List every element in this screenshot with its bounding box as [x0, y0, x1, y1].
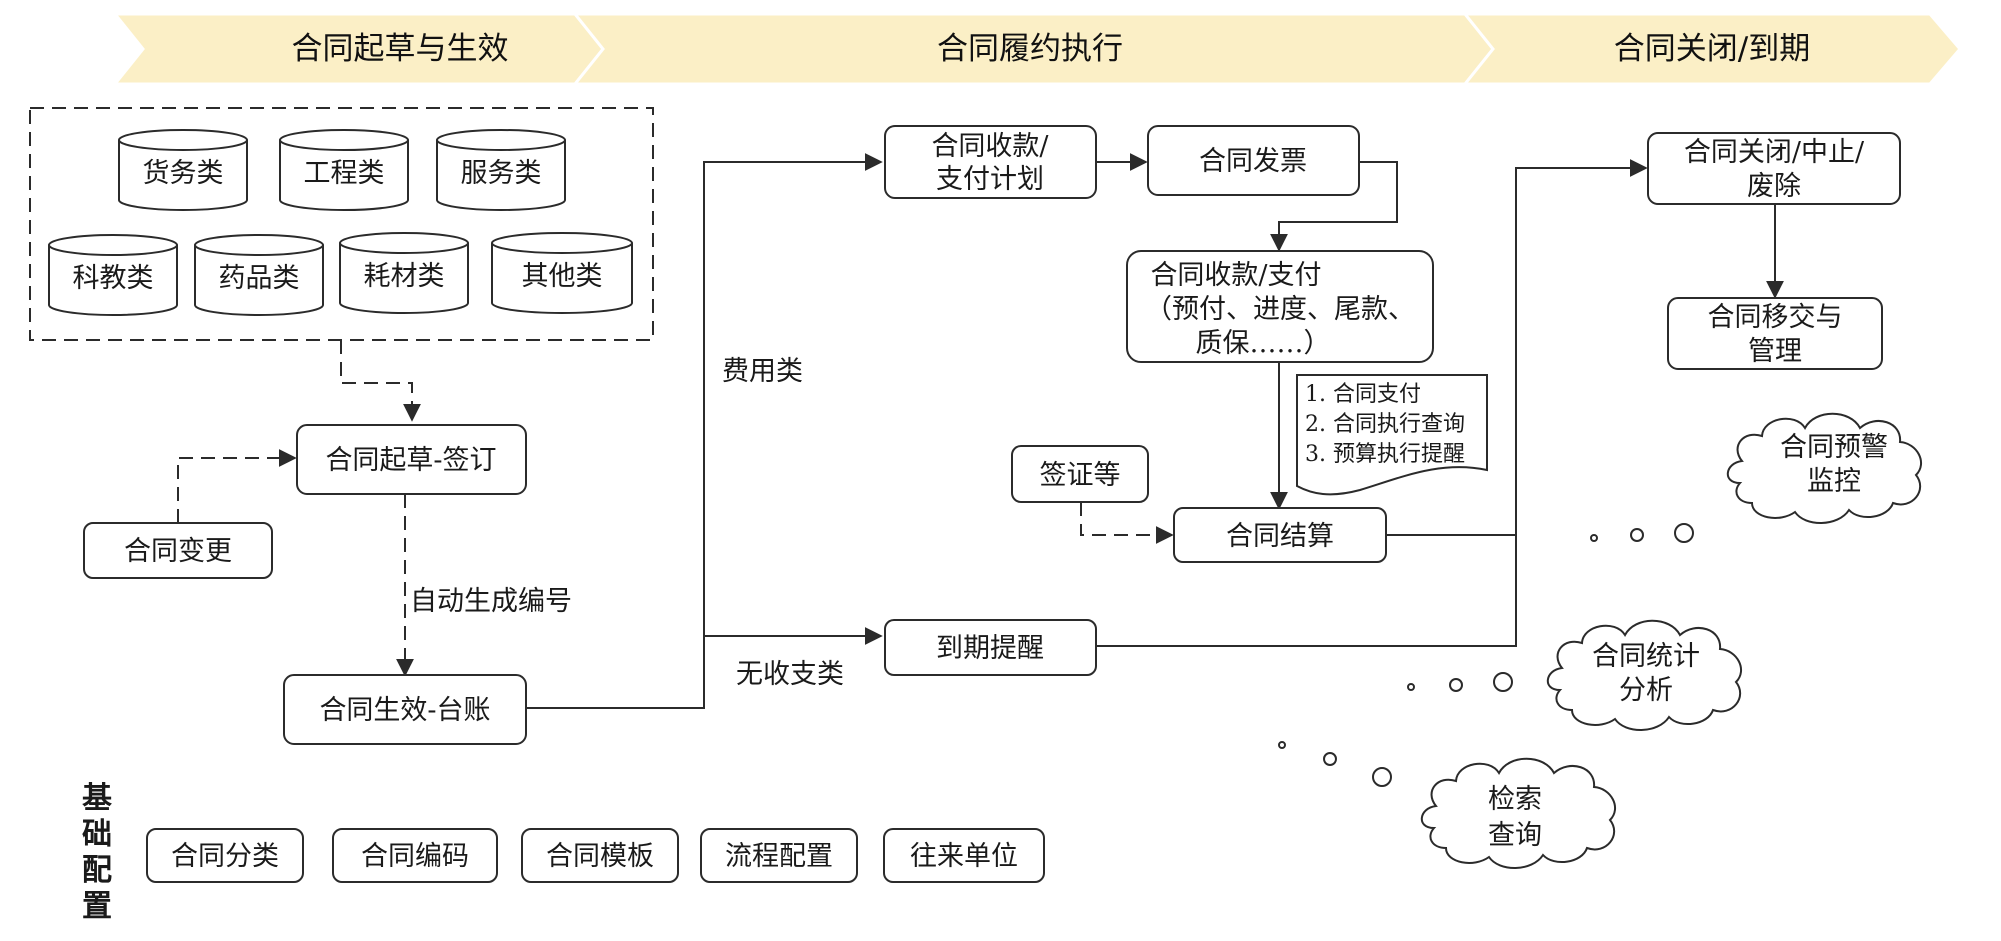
- category-label: 耗材类: [364, 261, 445, 292]
- category-label: 服务类: [461, 158, 542, 189]
- node-payment-line1: 合同收款/支付: [1150, 260, 1321, 291]
- note-shape: [1296, 374, 1488, 496]
- node-sign[interactable]: 合同起草-签订: [296, 424, 527, 495]
- node-payment-plan-line1: 合同收款/: [931, 131, 1049, 162]
- edge-effect-to-plan: [526, 153, 883, 709]
- phase-execute-label: 合同履约执行: [937, 31, 1123, 67]
- base-config-item-label: 流程配置: [725, 841, 833, 872]
- node-payment-plan-line2: 支付计划: [936, 164, 1044, 195]
- base-config-item[interactable]: 往来单位: [883, 828, 1045, 883]
- note-line-3: 3. 预算执行提醒: [1305, 442, 1465, 467]
- node-handover[interactable]: 合同移交与 管理: [1667, 297, 1883, 370]
- base-config-char-3: 配: [82, 853, 112, 888]
- base-config-item-label: 合同编码: [361, 841, 469, 872]
- edge-label-no-income: 无收支类: [736, 659, 844, 690]
- cloud-search-line1: 检索: [1488, 784, 1542, 815]
- cloud-warning-line1: 合同预警: [1780, 432, 1888, 463]
- node-payment-line2: （预付、进度、尾款、: [1145, 294, 1415, 325]
- cloud-warning-line2: 监控: [1807, 466, 1861, 497]
- edge-settle-to-close: [1386, 159, 1648, 536]
- thought-dots: [1278, 523, 1694, 787]
- note-line-1: 1. 合同支付: [1305, 382, 1421, 407]
- base-config-item[interactable]: 流程配置: [700, 828, 858, 883]
- cloud-statistics[interactable]: 合同统计 分析: [1546, 619, 1742, 731]
- edge-remind-to-close: [1096, 535, 1517, 647]
- node-visa[interactable]: 签证等: [1011, 445, 1149, 503]
- node-visa-label: 签证等: [1040, 460, 1121, 491]
- base-config-char-4: 置: [82, 889, 112, 924]
- node-invoice[interactable]: 合同发票: [1147, 125, 1360, 196]
- phase-close-label: 合同关闭/到期: [1614, 31, 1810, 67]
- cloud-search[interactable]: 检索 查询: [1420, 757, 1616, 869]
- node-close[interactable]: 合同关闭/中止/ 废除: [1647, 132, 1901, 205]
- node-remind[interactable]: 到期提醒: [884, 619, 1097, 676]
- node-payment[interactable]: 合同收款/支付 （预付、进度、尾款、 质保……）: [1126, 250, 1434, 363]
- node-payment-plan[interactable]: 合同收款/ 支付计划: [884, 125, 1097, 199]
- base-config-item[interactable]: 合同分类: [146, 828, 304, 883]
- base-config-char-1: 基: [82, 781, 112, 816]
- phase-banner: 合同起草与生效 合同履约执行 合同关闭/到期: [111, 12, 1962, 86]
- node-effect[interactable]: 合同生效-台账: [283, 674, 527, 745]
- edge-category-to-sign: [340, 340, 421, 422]
- node-handover-line2: 管理: [1748, 336, 1802, 367]
- category-label: 药品类: [219, 263, 300, 294]
- phase-close-band: [1461, 12, 1962, 86]
- cloud-search-line2: 查询: [1488, 820, 1542, 851]
- node-settlement[interactable]: 合同结算: [1173, 507, 1387, 563]
- edge-label-auto-number: 自动生成编号: [410, 586, 572, 617]
- node-close-line2: 废除: [1747, 171, 1801, 202]
- node-sign-label: 合同起草-签订: [325, 445, 496, 476]
- base-config-item-label: 合同模板: [546, 841, 654, 872]
- edge-visa-to-settle: [1080, 502, 1174, 544]
- category-cylinder[interactable]: 工程类: [279, 129, 409, 211]
- category-label: 货务类: [143, 158, 224, 189]
- category-label: 科教类: [73, 263, 154, 294]
- note-line-2: 2. 合同执行查询: [1305, 412, 1465, 437]
- cloud-statistics-line2: 分析: [1619, 675, 1673, 706]
- base-config-item[interactable]: 合同模板: [521, 828, 679, 883]
- node-handover-line1: 合同移交与: [1708, 302, 1843, 333]
- node-settlement-label: 合同结算: [1226, 521, 1334, 552]
- edge-label-expense: 费用类: [722, 356, 803, 387]
- category-cylinder[interactable]: 科教类: [48, 234, 178, 316]
- cloud-statistics-line1: 合同统计: [1592, 641, 1700, 672]
- phase-draft-label: 合同起草与生效: [292, 31, 509, 67]
- category-cylinder[interactable]: 其他类: [491, 232, 633, 314]
- category-cylinder[interactable]: 药品类: [194, 234, 324, 316]
- node-change[interactable]: 合同变更: [83, 522, 273, 579]
- category-cylinder[interactable]: 耗材类: [339, 232, 469, 314]
- node-close-line1: 合同关闭/中止/: [1684, 137, 1865, 168]
- node-change-label: 合同变更: [124, 536, 232, 567]
- category-cylinder[interactable]: 货务类: [118, 129, 248, 211]
- cloud-warning[interactable]: 合同预警 监控: [1726, 412, 1922, 524]
- base-config-item[interactable]: 合同编码: [332, 828, 498, 883]
- category-label: 其他类: [522, 261, 603, 292]
- payment-note: 1. 合同支付 2. 合同执行查询 3. 预算执行提醒: [1296, 374, 1488, 496]
- node-payment-line3: 质保……）: [1196, 328, 1331, 359]
- base-config-char-2: 础: [82, 817, 112, 852]
- node-effect-label: 合同生效-台账: [319, 695, 490, 726]
- node-invoice-label: 合同发票: [1199, 146, 1307, 177]
- base-config-item-label: 合同分类: [171, 841, 279, 872]
- edge-invoice-to-pay: [1270, 161, 1398, 252]
- category-label: 工程类: [304, 158, 385, 189]
- base-config-item-label: 往来单位: [910, 841, 1018, 872]
- node-remind-label: 到期提醒: [936, 633, 1044, 664]
- base-config-items: 合同分类 合同编码 合同模板 流程配置 往来单位: [146, 828, 1045, 883]
- base-config-title: 基 础 配 置: [82, 781, 112, 924]
- category-cylinder[interactable]: 服务类: [436, 129, 566, 211]
- edge-change-to-sign: [177, 449, 297, 523]
